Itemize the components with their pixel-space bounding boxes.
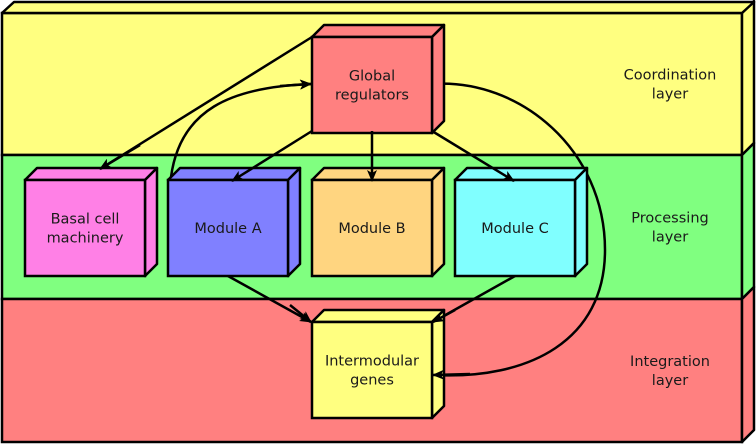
node-modC-face [453,178,577,278]
edge-modA-to-inter-head [289,304,312,323]
layer-integration-side [740,285,756,444]
node-basal-side [143,166,159,278]
edge-modC-to-inter-head [432,308,456,324]
edge-global-to-inter [431,82,607,381]
node-global-side [430,23,446,135]
node-basal-top [23,166,159,182]
node-global-top [310,23,446,39]
node-modB-face [310,178,434,278]
node-modC-side [573,166,589,278]
node-modB-side [430,166,446,278]
edge-global-to-basal-head [99,143,141,171]
layer-processing-side [740,141,756,301]
layer-coordination-side [740,0,756,157]
edge-modA-to-inter [227,274,312,324]
edges-overlay [99,79,515,380]
node-modA-face [166,178,290,278]
node-label-modC: Module C [481,221,548,237]
node-label-modA: Module A [194,221,261,237]
edge-global-to-inter-head [432,369,471,380]
edge-global-to-modC [431,129,515,183]
node-basal-face [23,178,147,278]
node-modA-side [286,166,302,278]
node-global-face [310,35,434,135]
edge-global-to-modA [231,129,313,183]
node-modC-top [453,166,589,182]
node-modA: Module A [166,166,302,278]
node-modA-top [166,166,302,182]
node-inter-face [310,320,434,420]
layer-coordination-top [0,0,756,15]
node-modB-top [310,166,446,182]
node-inter-side [430,308,446,420]
node-label-modB: Module B [338,221,405,237]
node-inter-top [310,308,446,324]
node-modB: Module B [310,166,446,278]
node-modC: Module C [453,166,589,278]
edge-modA-to-global-head [279,79,312,90]
